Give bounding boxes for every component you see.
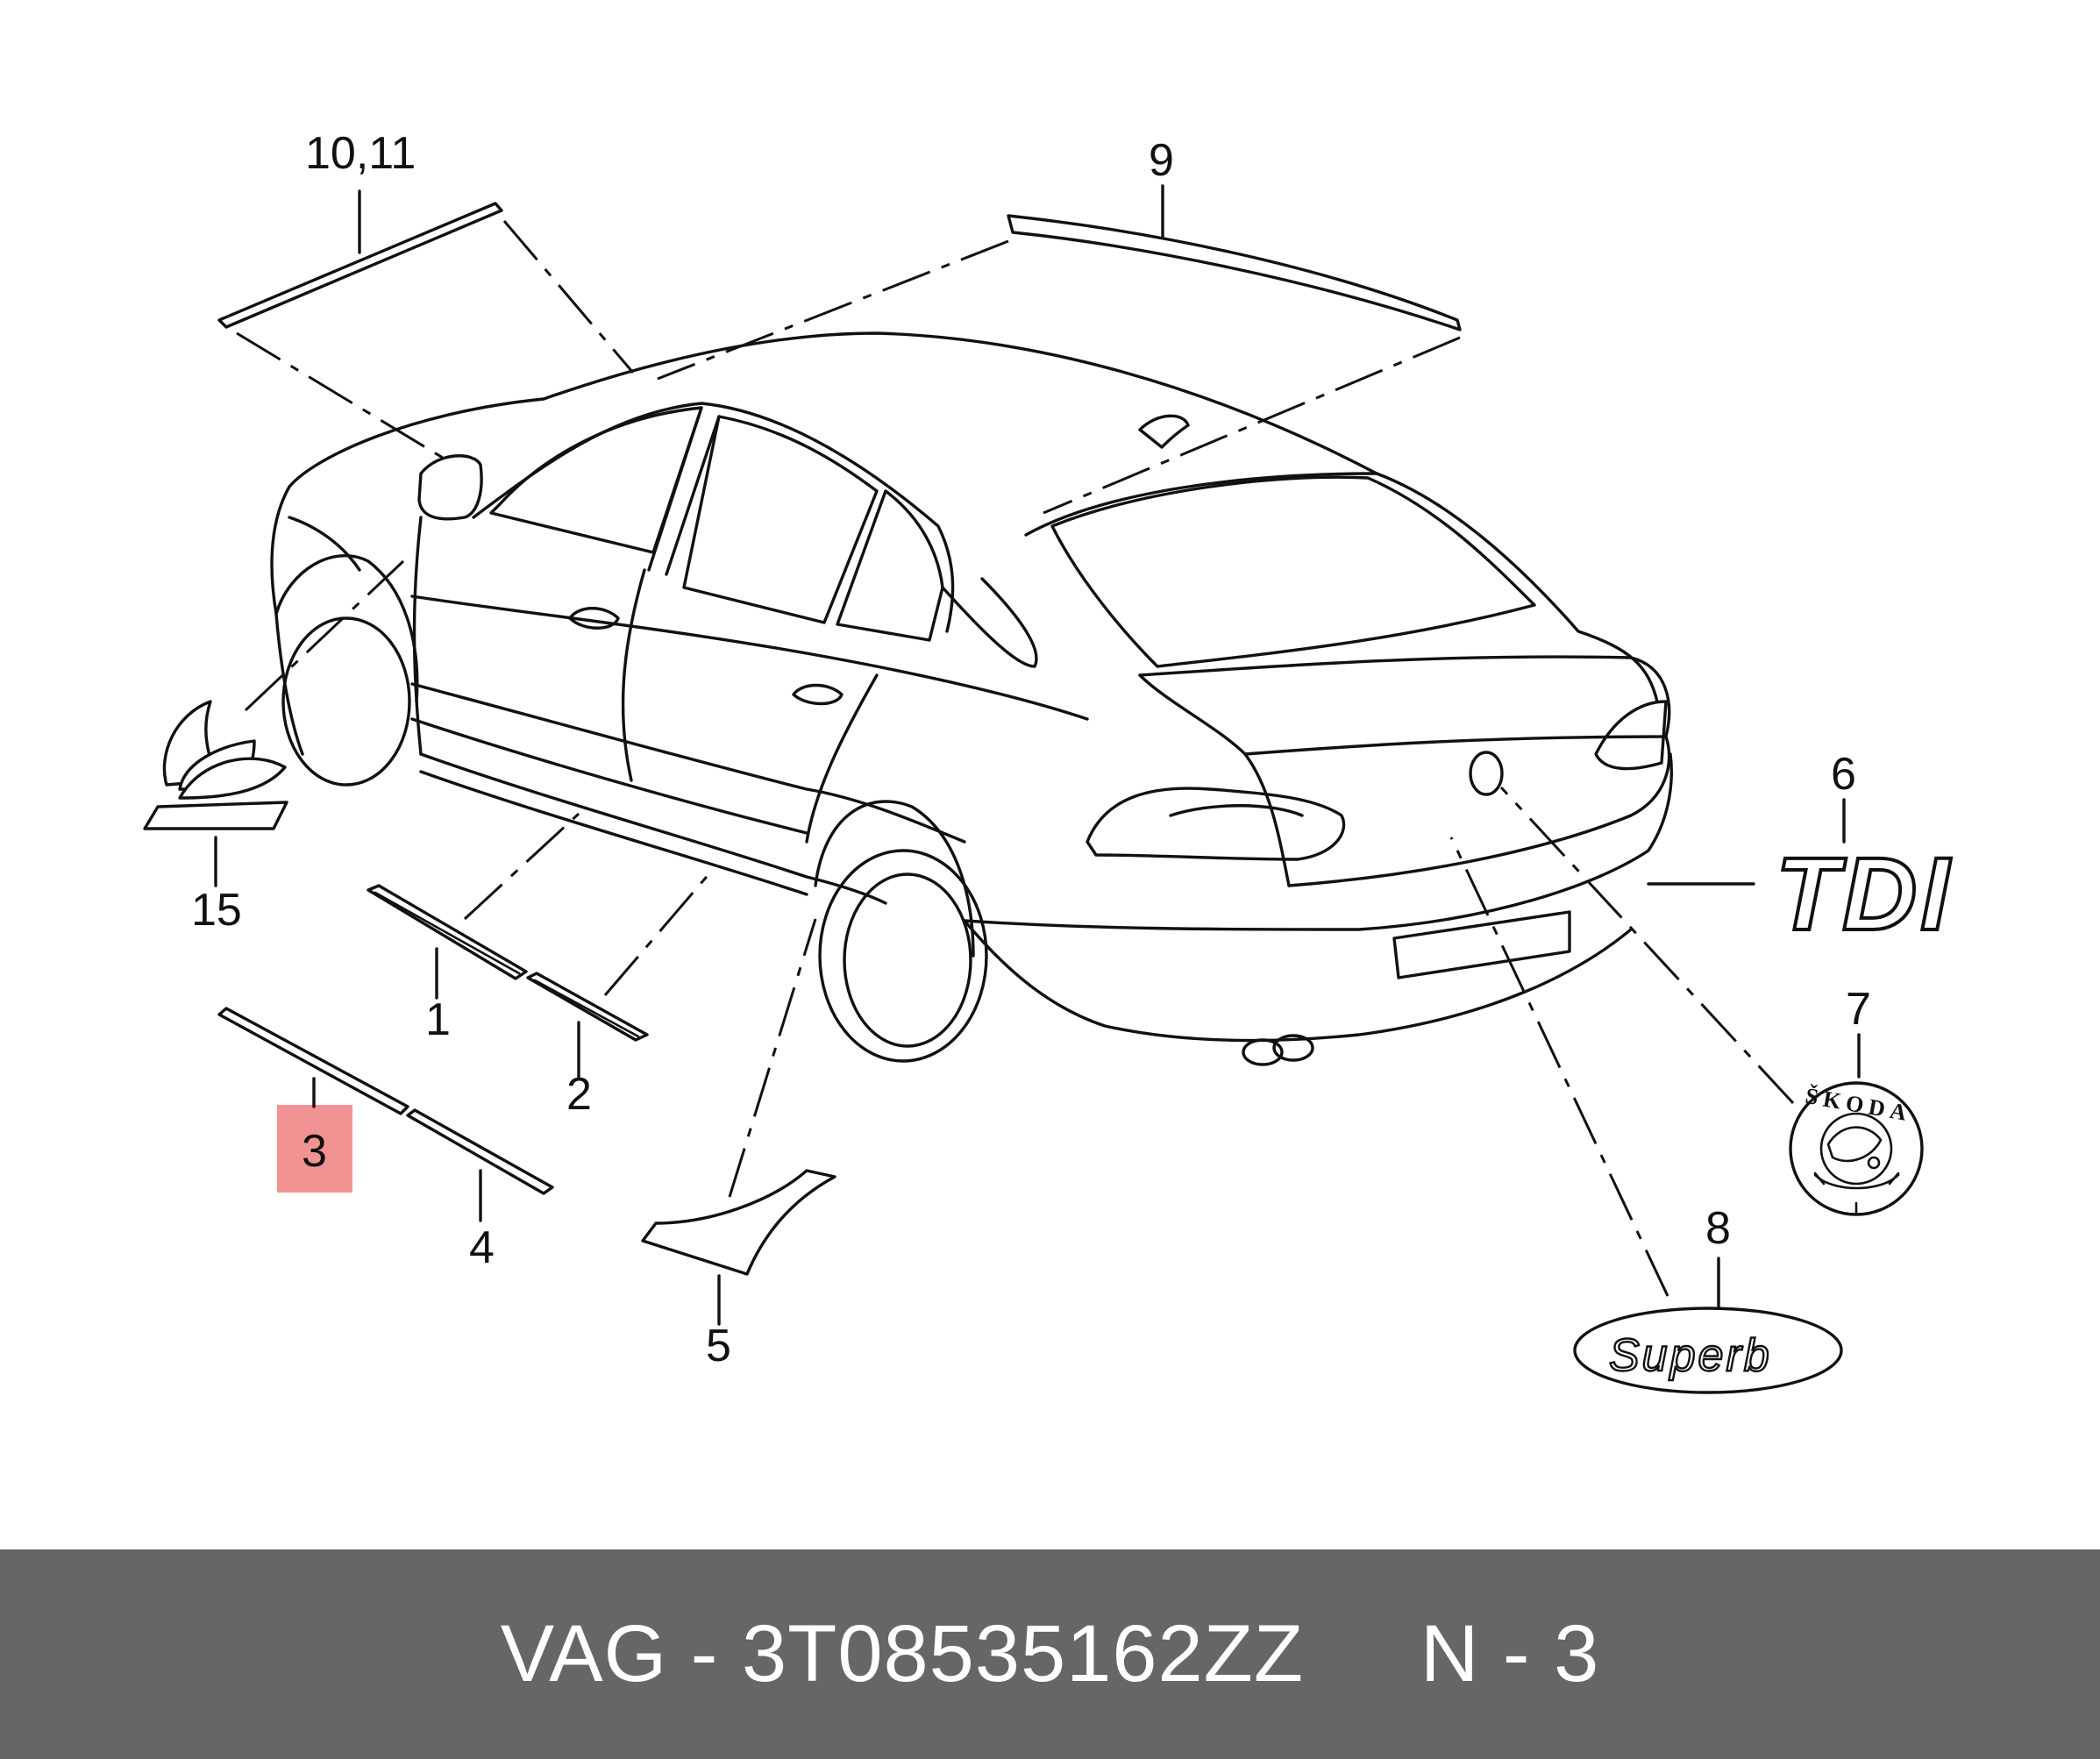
callout-9: 9 — [1149, 135, 1174, 186]
part-10-11-strip — [217, 202, 503, 329]
part-15 — [143, 700, 288, 830]
callout-6: 6 — [1831, 749, 1856, 800]
part-5-trim — [641, 1169, 836, 1276]
part-7-skoda-emblem: ŠKODA — [1789, 1081, 1924, 1216]
part-9-strip — [1007, 214, 1462, 331]
part-4-strip — [406, 1108, 554, 1195]
part-number-text: VAG - 3T08535162ZZ N - 3 — [500, 1609, 1600, 1698]
part-3-strip — [217, 1007, 409, 1115]
callout-3: 3 — [302, 1126, 327, 1177]
callout-8: 8 — [1705, 1203, 1731, 1254]
callout-2: 2 — [566, 1069, 592, 1120]
superb-badge-text: Superb — [1609, 1330, 1772, 1381]
part-number-footer: VAG - 3T08535162ZZ N - 3 — [0, 1549, 2100, 1759]
callout-7: 7 — [1846, 984, 1871, 1035]
callout-10-11: 10,11 — [305, 128, 416, 179]
callout-3-highlight — [277, 1105, 352, 1193]
callout-15: 15 — [191, 885, 242, 936]
part-2-strip — [526, 972, 649, 1042]
callout-4: 4 — [469, 1222, 495, 1273]
part-6-tdi-badge: TDI — [1776, 837, 1953, 952]
leader-lines — [214, 184, 1861, 1326]
part-8-superb-badge: Superb — [1573, 1307, 1843, 1394]
car-body — [270, 331, 1673, 1066]
callout-5: 5 — [706, 1321, 731, 1371]
skoda-emblem-text: ŠKODA — [1804, 1083, 1914, 1127]
parts-diagram: TDI ŠKODA Superb — [143, 128, 1953, 1394]
callout-1: 1 — [425, 994, 451, 1045]
